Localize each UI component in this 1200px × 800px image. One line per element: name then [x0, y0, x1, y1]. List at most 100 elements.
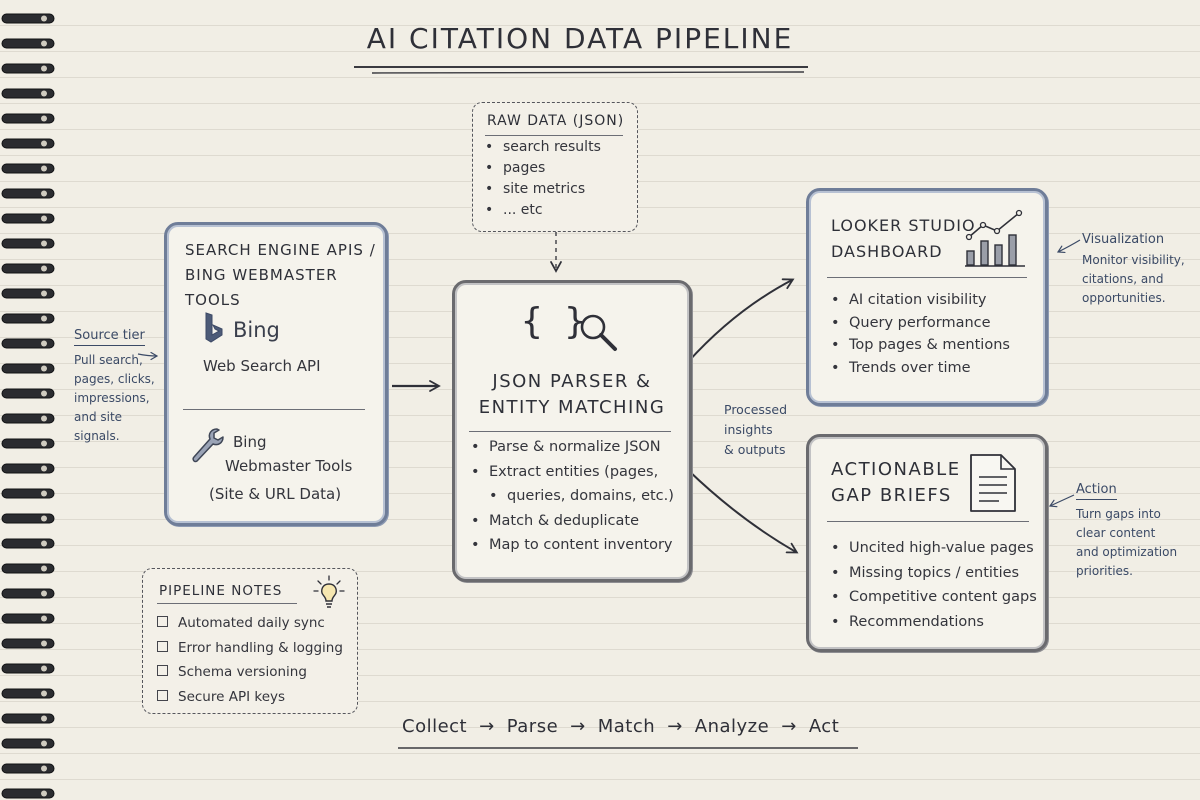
flow-step: Collect: [402, 716, 468, 737]
checklist-label: Schema versioning: [178, 664, 307, 680]
parser-box: { } JSON PARSER & ENTITY MATCHING Parse …: [452, 280, 692, 582]
magnifier-icon: [580, 314, 617, 351]
spiral-hole: [41, 590, 47, 597]
spiral-ring: [1, 713, 55, 724]
spiral-hole: [41, 215, 47, 222]
spiral-ring: [1, 588, 55, 599]
spiral-ring: [1, 438, 55, 449]
flow-step: Parse: [506, 716, 559, 737]
spiral-hole: [41, 665, 47, 672]
list-item: AI citation visibility: [831, 289, 1010, 312]
processed-note-line: Processed: [724, 402, 788, 417]
spiral-ring: [1, 338, 55, 349]
spiral-ring: [1, 213, 55, 224]
viz-note-line: citations, and: [1082, 272, 1164, 286]
spiral-ring: [1, 38, 55, 49]
document-icon: [970, 454, 1016, 512]
list-item: Extract entities (pages,: [471, 460, 674, 485]
wmt-line2: Webmaster Tools: [225, 457, 353, 475]
list-item: pages: [485, 158, 601, 179]
processed-note-line: insights: [724, 422, 773, 437]
checklist-item: Automated daily sync: [157, 611, 343, 636]
spiral-ring: [1, 688, 55, 699]
list-item: site metrics: [485, 179, 601, 200]
viz-note: Visualization Monitor visibility, citati…: [1082, 232, 1194, 308]
action-note-line: and optimization: [1076, 545, 1178, 559]
checkbox-icon: [157, 616, 168, 627]
spiral-ring: [1, 63, 55, 74]
action-note-line: Turn gaps into: [1076, 507, 1161, 521]
spiral-binding: [1, 13, 55, 799]
spiral-ring: [1, 88, 55, 99]
checkbox-icon: [157, 689, 168, 701]
source-box: SEARCH ENGINE APIS / BING WEBMASTER TOOL…: [164, 222, 388, 526]
spiral-ring: [1, 413, 55, 424]
list-item: Top pages & mentions: [831, 334, 1010, 357]
spiral-ring: [1, 788, 55, 799]
raw-data-title: RAW DATA (JSON): [487, 113, 625, 129]
action-note-title: Action: [1076, 482, 1117, 500]
spiral-ring: [1, 638, 55, 649]
checklist-label: Secure API keys: [178, 688, 286, 705]
dashboard-title-line1: LOOKER STUDIO: [831, 216, 976, 235]
processed-note-line: & outputs: [724, 442, 786, 457]
spiral-hole: [41, 515, 47, 522]
spiral-hole: [41, 90, 47, 97]
spiral-ring: [1, 288, 55, 299]
list-item: Missing topics / entities: [831, 561, 1037, 586]
source-note-title: Source tier: [74, 328, 145, 346]
checkbox-icon: [157, 665, 168, 676]
spiral-hole: [41, 290, 47, 297]
spiral-ring: [1, 488, 55, 499]
spiral-hole: [41, 340, 47, 347]
gaps-title-line2: GAP BRIEFS: [831, 485, 952, 506]
page-title: AI CITATION DATA PIPELINE: [366, 22, 794, 55]
dashboard-box: LOOKER STUDIO DASHBOARD AI citation visi…: [806, 188, 1048, 406]
spiral-hole: [41, 490, 47, 497]
flow-summary: Collect→Parse→Match→Analyze→Act: [400, 716, 860, 737]
pipeline-notes-title: PIPELINE NOTES: [159, 583, 283, 599]
spiral-ring: [1, 13, 55, 24]
spiral-hole: [41, 715, 47, 722]
spiral-hole: [41, 690, 47, 697]
list-item: Recommendations: [831, 610, 1037, 635]
spiral-ring: [1, 238, 55, 249]
spiral-hole: [41, 240, 47, 247]
gaps-title-line1: ACTIONABLE: [831, 459, 961, 480]
checklist-item: Schema versioning: [157, 660, 343, 685]
spiral-hole: [41, 315, 47, 322]
spiral-hole: [41, 615, 47, 622]
bar-chart-icon: [965, 209, 1025, 267]
list-item: Query performance: [831, 312, 1010, 335]
source-title-line2: BING WEBMASTER TOOLS: [185, 266, 338, 309]
arrow-parser-to-gaps: [687, 469, 799, 554]
list-item: Trends over time: [831, 357, 1010, 380]
spiral-ring: [1, 613, 55, 624]
spiral-hole: [41, 565, 47, 572]
raw-data-box: RAW DATA (JSON) search results pages sit…: [472, 102, 638, 232]
spiral-hole: [41, 15, 47, 22]
spiral-hole: [41, 390, 47, 397]
dashboard-title-line2: DASHBOARD: [831, 242, 943, 261]
source-note: Source tier Pull search, pages, clicks, …: [74, 328, 164, 446]
spiral-hole: [41, 365, 47, 372]
spiral-hole: [41, 140, 47, 147]
spiral-ring: [1, 763, 55, 774]
flow-step: Act: [808, 716, 840, 737]
spiral-hole: [41, 640, 47, 647]
spiral-ring: [1, 563, 55, 574]
list-item: Parse & normalize JSON: [471, 435, 674, 460]
flow-arrow: →: [479, 716, 495, 737]
spiral-hole: [41, 165, 47, 172]
spiral-hole: [41, 415, 47, 422]
spiral-ring: [1, 463, 55, 474]
source-note-line: impressions,: [74, 391, 150, 405]
spiral-ring: [1, 263, 55, 274]
lightbulb-icon: [313, 575, 345, 608]
spiral-ring: [1, 188, 55, 199]
processed-note: Processed insights & outputs: [724, 400, 787, 460]
bing-api-label: Web Search API: [203, 357, 321, 375]
spiral-ring: [1, 138, 55, 149]
spiral-ring: [1, 113, 55, 124]
flow-step: Analyze: [694, 716, 770, 737]
